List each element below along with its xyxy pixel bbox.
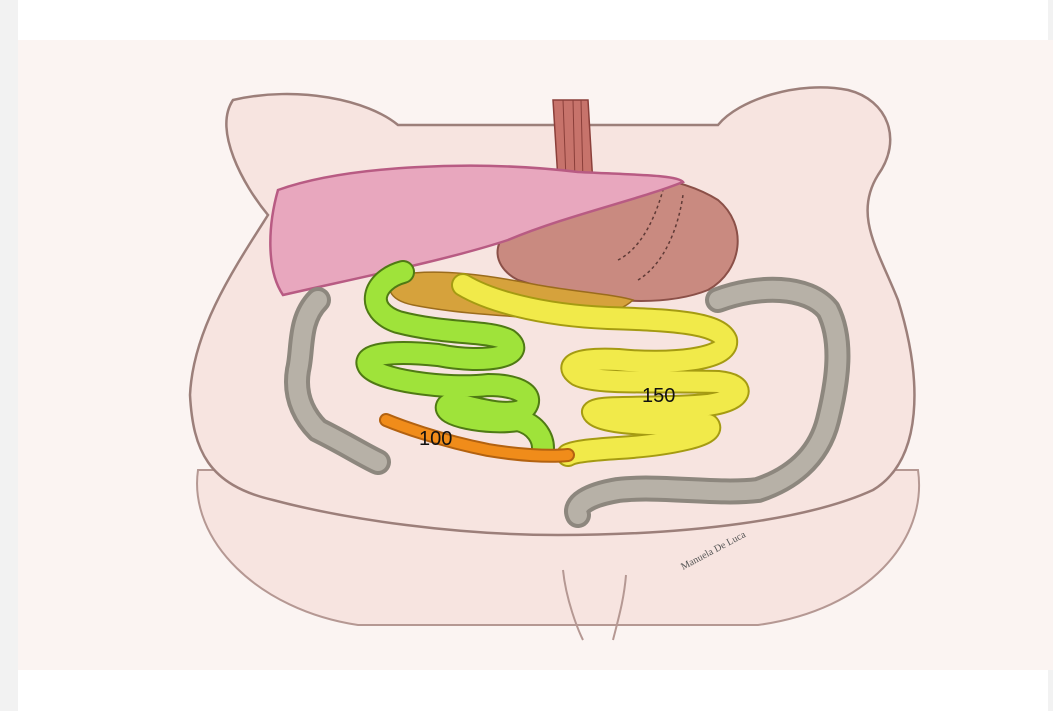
common-channel-length-label: 100 [419, 429, 452, 449]
bypass-anatomy-illustration: Manuela De Luca [18, 0, 1053, 711]
alimentary-limb-length-label: 150 [642, 386, 675, 406]
illustration-frame: Manuela De Luca 150 100 [18, 0, 1048, 711]
